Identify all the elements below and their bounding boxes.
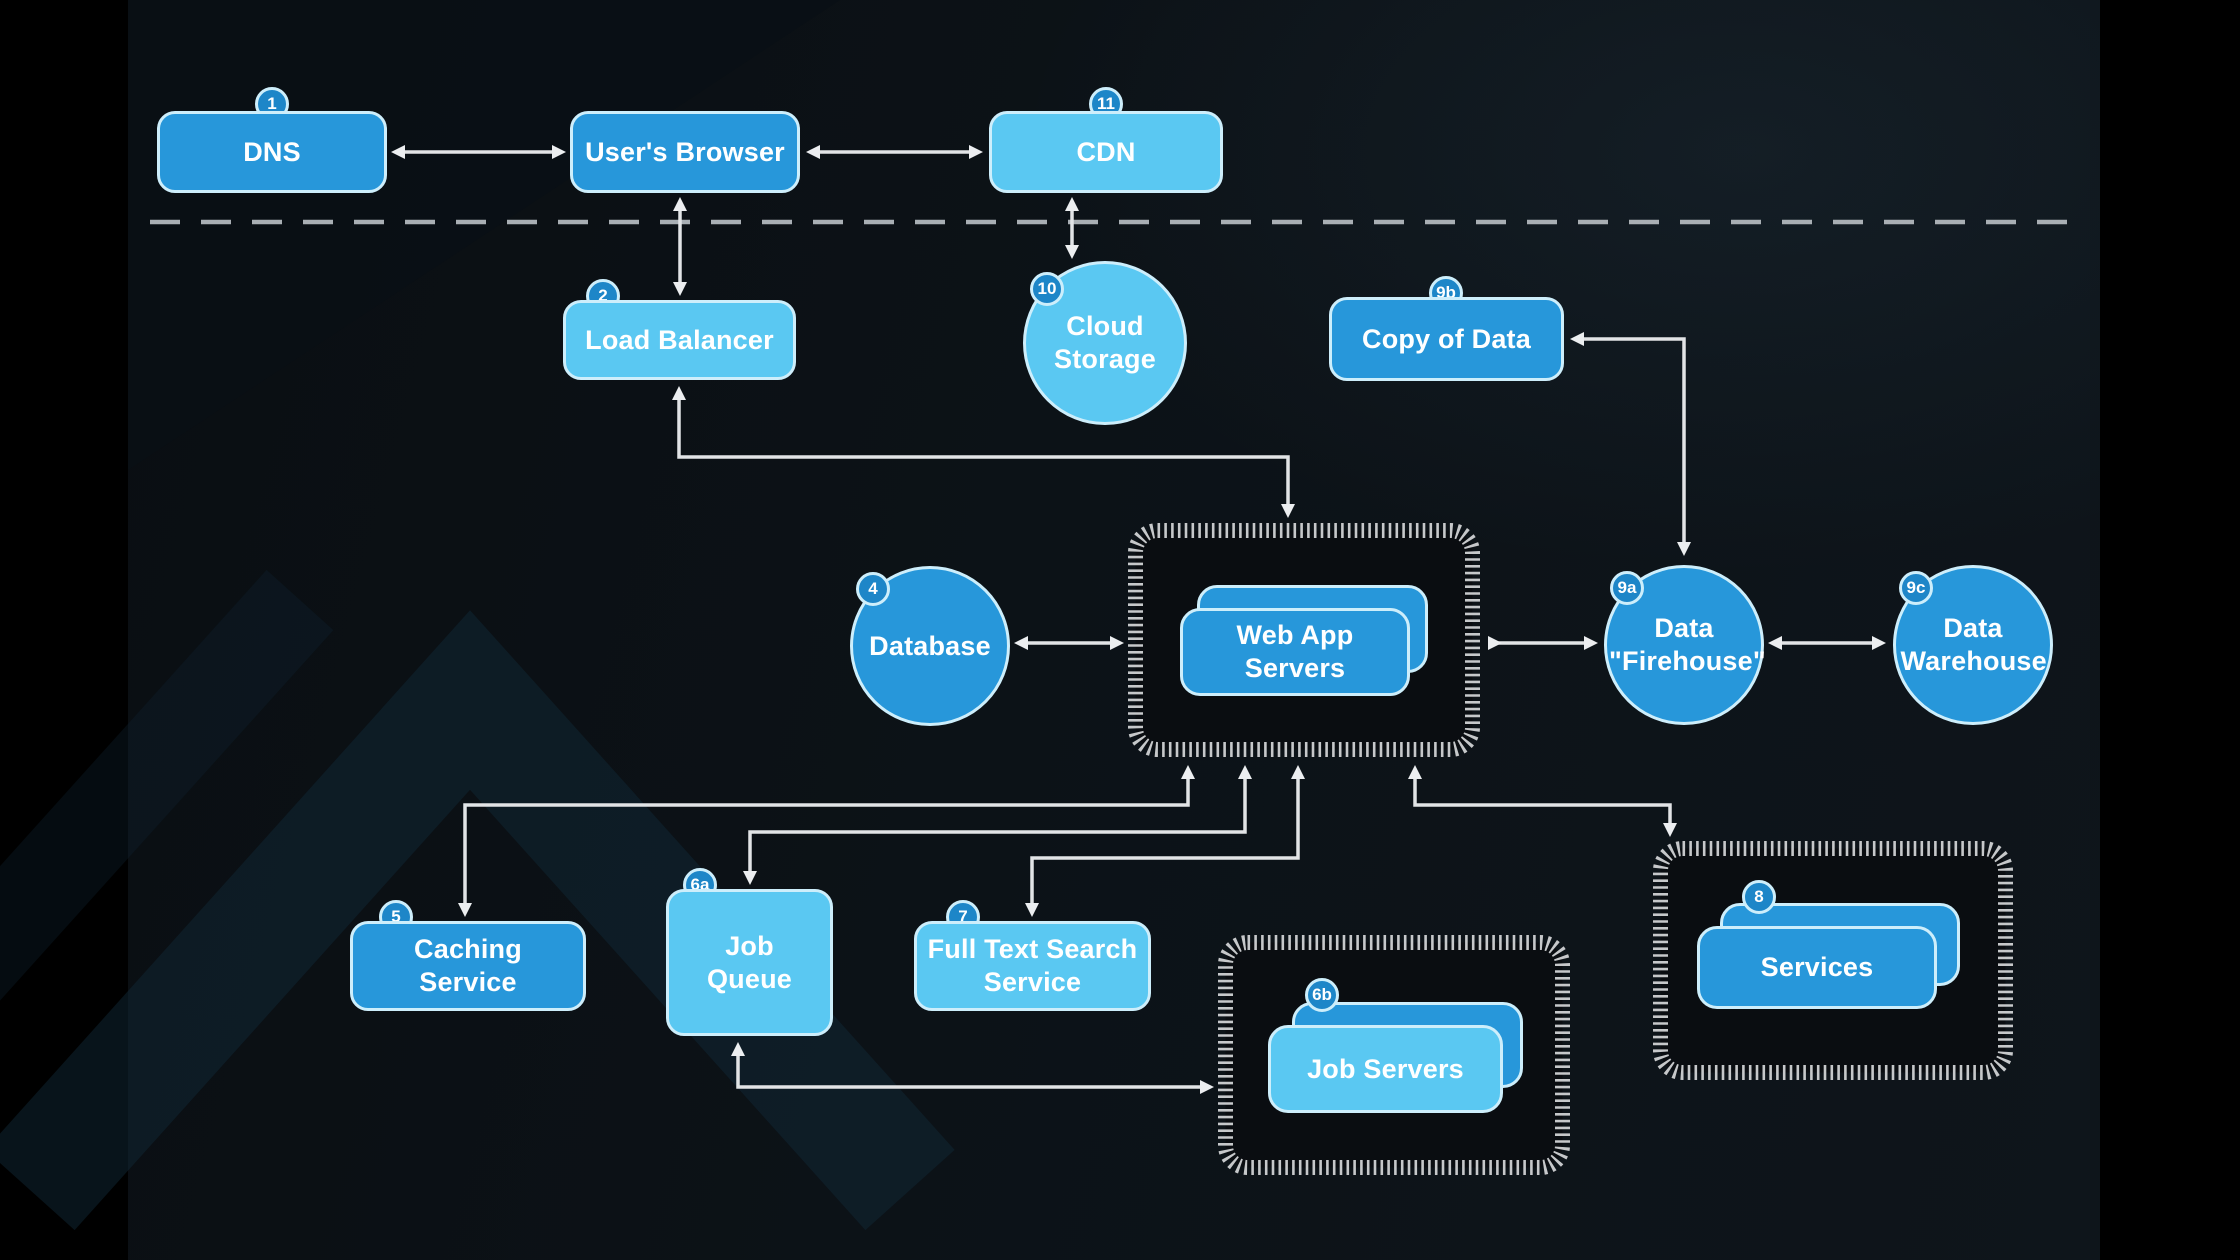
node-copy-of-data: Copy of Data <box>1329 297 1564 381</box>
node-label: Job Servers <box>1307 1053 1464 1084</box>
edge-web-app-job-queue <box>748 770 1247 878</box>
step-badge-job-servers: 6b <box>1305 978 1339 1012</box>
node-job-servers: Job Servers <box>1268 1025 1503 1113</box>
edge-web-app-caching <box>463 770 1190 910</box>
node-dns: DNS <box>157 111 387 193</box>
node-users-browser: User's Browser <box>570 111 800 193</box>
node-label: Database <box>869 630 991 661</box>
edge-web-app-services <box>1413 770 1672 830</box>
edge-job-queue-job-servers <box>736 1046 1206 1089</box>
edge-web-app-full-text <box>1030 770 1300 910</box>
step-badge-cloud-storage: 10 <box>1030 272 1064 306</box>
node-label: User's Browser <box>585 136 785 167</box>
node-cloud-storage: Cloud Storage <box>1023 261 1187 425</box>
node-load-balancer: Load Balancer <box>563 300 796 380</box>
node-label: Cloud Storage <box>1054 311 1156 374</box>
step-badge-database: 4 <box>856 572 890 606</box>
node-label: Data Warehouse <box>1900 613 2047 676</box>
node-web-app-servers: Web App Servers <box>1180 608 1410 696</box>
node-label: Full Text Search Service <box>927 934 1138 997</box>
edge-firehouse-copy-of-data <box>1576 337 1686 548</box>
node-label: Copy of Data <box>1362 323 1531 354</box>
node-label: Job Queue <box>706 930 793 994</box>
edge-load-balancer-web-app <box>677 392 1290 512</box>
node-label: Data "Firehouse" <box>1609 613 1766 676</box>
node-label: Services <box>1760 952 1874 983</box>
node-job-queue: Job Queue <box>666 889 833 1036</box>
arrowheads <box>391 145 1886 1094</box>
node-label: DNS <box>243 136 301 167</box>
step-badge-services: 8 <box>1742 880 1776 914</box>
node-label: Load Balancer <box>585 324 774 355</box>
node-caching-service: Caching Service <box>350 921 586 1011</box>
node-full-text-search-service: Full Text Search Service <box>914 921 1151 1011</box>
node-services: Services <box>1697 926 1937 1009</box>
node-label: Web App Servers <box>1236 620 1354 683</box>
step-badge-data-warehouse: 9c <box>1899 571 1933 605</box>
node-cdn: CDN <box>989 111 1223 193</box>
step-badge-data-firehouse: 9a <box>1610 571 1644 605</box>
node-label: CDN <box>1076 136 1136 167</box>
node-label: Caching Service <box>414 934 522 997</box>
